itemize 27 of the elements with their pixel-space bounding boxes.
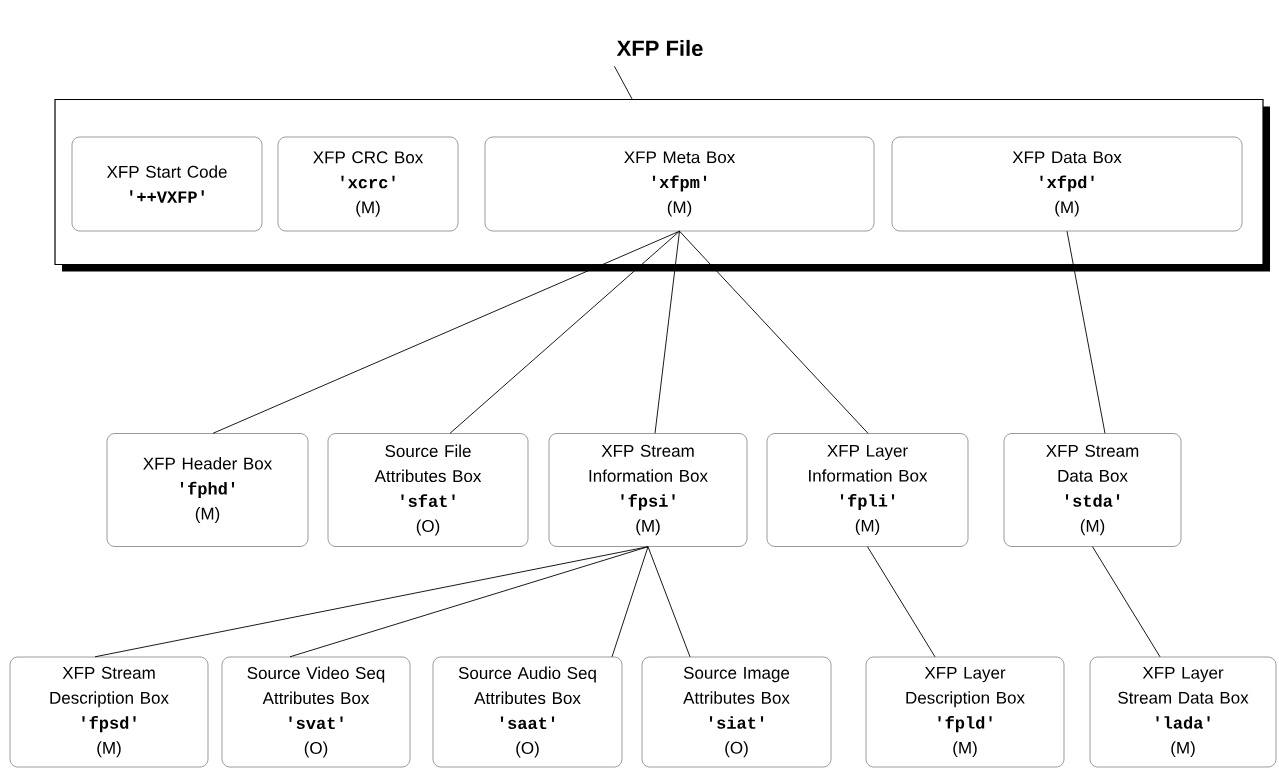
title: XFP File: [616, 39, 703, 57]
box: XFP Meta Box 'xfpm' (M): [484, 136, 875, 232]
connector-line: [867, 546, 936, 658]
connector-line: [449, 230, 680, 434]
box: XFP Data Box 'xfpd' (M): [891, 136, 1243, 232]
connector-line: [1092, 546, 1161, 658]
connector-line: [613, 65, 633, 100]
box: Source Audio Seq Attributes Box 'saat' (O): [432, 656, 623, 768]
connector-line: [611, 546, 649, 658]
connector-line: [289, 546, 649, 658]
box: Source Image Attributes Box 'siat' (O): [641, 656, 832, 768]
box: XFP Stream Information Box 'fpsi' (M): [548, 433, 748, 547]
box: XFP Layer Information Box 'fpli' (M): [766, 433, 969, 547]
connector-line: [679, 230, 869, 434]
box: Source File Attributes Box 'sfat' (O): [327, 433, 529, 547]
box: XFP Stream Data Box 'stda' (M): [1003, 433, 1182, 547]
box: XFP Layer Stream Data Box 'lada' (M): [1089, 656, 1277, 768]
connector-line: [654, 230, 680, 434]
box: XFP Header Box 'fphd' (M): [106, 433, 309, 547]
box: XFP CRC Box 'xcrc' (M): [277, 136, 459, 232]
connector-line: [212, 230, 680, 434]
box: XFP Stream Description Box 'fpsd' (M): [9, 656, 209, 768]
box: XFP Start Code '++VXFP': [71, 136, 263, 232]
box: XFP Layer Description Box 'fpld' (M): [865, 656, 1065, 768]
connector-line: [647, 546, 691, 658]
connector-line: [1066, 230, 1106, 434]
box: Source Video Seq Attributes Box 'svat' (O): [221, 656, 411, 768]
